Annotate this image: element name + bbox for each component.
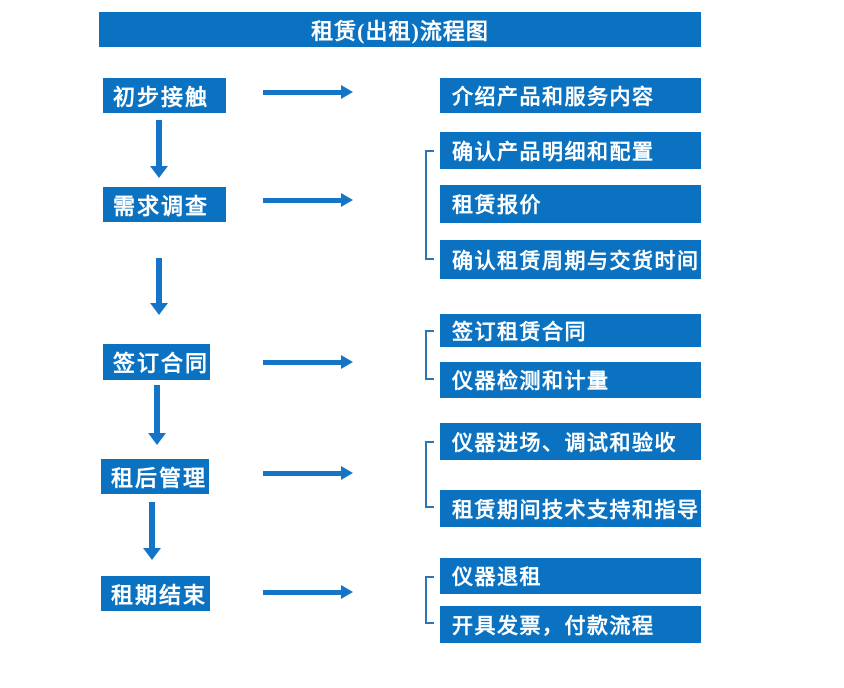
arrow-stem — [263, 589, 343, 595]
arrow-right-demand-survey — [263, 193, 353, 207]
arrow-right-rental-end — [263, 585, 353, 599]
output-rental-quotation: 租赁报价 — [440, 185, 701, 223]
arrow-head-icon — [341, 466, 353, 480]
step-rental-end: 租期结束 — [101, 576, 210, 611]
arrow-stem — [149, 502, 155, 549]
output-rental-tech-support-guidance: 租赁期间技术支持和指导 — [440, 490, 701, 527]
output-introduce-products-services: 介绍产品和服务内容 — [440, 78, 701, 113]
arrow-head-icon — [341, 355, 353, 369]
arrow-stem — [156, 120, 162, 167]
output-confirm-rental-period-delivery: 确认租赁周期与交货时间 — [440, 240, 701, 279]
arrow-head-icon — [150, 166, 168, 178]
bracket-sign-contract-outputs — [425, 330, 434, 380]
output-instrument-entry-debug-acceptance: 仪器进场、调试和验收 — [440, 423, 701, 460]
step-sign-contract: 签订合同 — [103, 344, 210, 380]
step-initial-contact: 初步接触 — [103, 78, 226, 113]
output-instrument-return: 仪器退租 — [440, 558, 701, 594]
arrow-head-icon — [341, 193, 353, 207]
arrow-head-icon — [341, 85, 353, 99]
arrow-stem — [263, 89, 343, 95]
arrow-head-icon — [148, 433, 166, 445]
output-sign-rental-contract: 签订租赁合同 — [440, 314, 701, 347]
step-post-rental-management: 租后管理 — [101, 459, 209, 494]
bracket-rental-end-outputs — [425, 576, 434, 624]
output-confirm-product-details-config: 确认产品明细和配置 — [440, 132, 701, 169]
bracket-post-rental-outputs — [425, 441, 434, 508]
arrow-right-post-rental-management — [263, 466, 353, 480]
output-invoice-payment-process: 开具发票，付款流程 — [440, 606, 701, 643]
arrow-stem — [154, 385, 160, 434]
arrow-down-step2-step3 — [150, 258, 168, 315]
bracket-demand-survey-outputs — [425, 150, 434, 260]
arrow-down-step3-step4 — [148, 385, 166, 445]
arrow-head-icon — [341, 585, 353, 599]
arrow-right-sign-contract — [263, 355, 353, 369]
arrow-stem — [156, 258, 162, 304]
arrow-stem — [263, 197, 343, 203]
output-instrument-testing-metering: 仪器检测和计量 — [440, 362, 701, 398]
arrow-stem — [263, 359, 343, 365]
arrow-down-step4-step5 — [143, 502, 161, 560]
arrow-right-initial-contact — [263, 85, 353, 99]
arrow-stem — [263, 470, 343, 476]
arrow-head-icon — [150, 303, 168, 315]
arrow-down-step1-step2 — [150, 120, 168, 178]
step-demand-survey: 需求调查 — [103, 187, 226, 222]
arrow-head-icon — [143, 548, 161, 560]
flowchart-title: 租赁(出租)流程图 — [99, 12, 701, 47]
